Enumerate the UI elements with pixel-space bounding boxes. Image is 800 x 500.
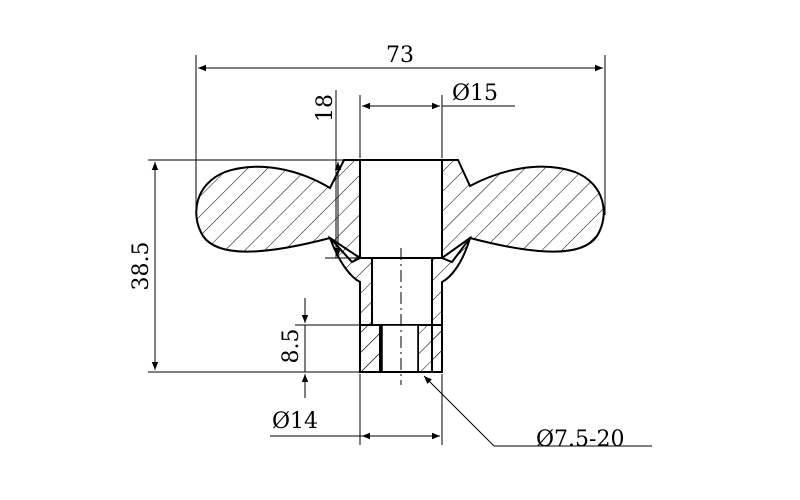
dim-thread-length: 8.5	[279, 298, 372, 398]
dim-label-shank-diameter: Ø14	[272, 409, 318, 434]
dim-label-thread-callout: Ø7.5-20	[536, 427, 624, 452]
shank-section-right	[417, 324, 443, 373]
shank-section-left	[359, 324, 383, 373]
bore	[359, 159, 443, 259]
dim-label-bore-depth: 18	[313, 94, 338, 122]
tapped-hole	[371, 257, 433, 326]
knob-body	[195, 159, 605, 373]
tapped-hole-lower	[381, 324, 419, 373]
dim-bore-depth: 18	[313, 90, 360, 259]
dim-shank-diameter: Ø14	[270, 374, 443, 445]
dim-label-bore-diameter: Ø15	[452, 81, 498, 106]
dim-overall-width: 73	[195, 43, 606, 215]
dim-label-overall-width: 73	[386, 43, 414, 68]
dim-thread-callout: Ø7.5-20	[423, 375, 652, 452]
dim-label-overall-height: 38.5	[129, 242, 154, 291]
dim-overall-height: 38.5	[129, 159, 360, 373]
left-wing	[195, 159, 361, 264]
dim-bore-diameter: Ø15	[359, 81, 515, 158]
right-wing	[441, 159, 605, 264]
dim-label-thread-length: 8.5	[279, 329, 304, 364]
